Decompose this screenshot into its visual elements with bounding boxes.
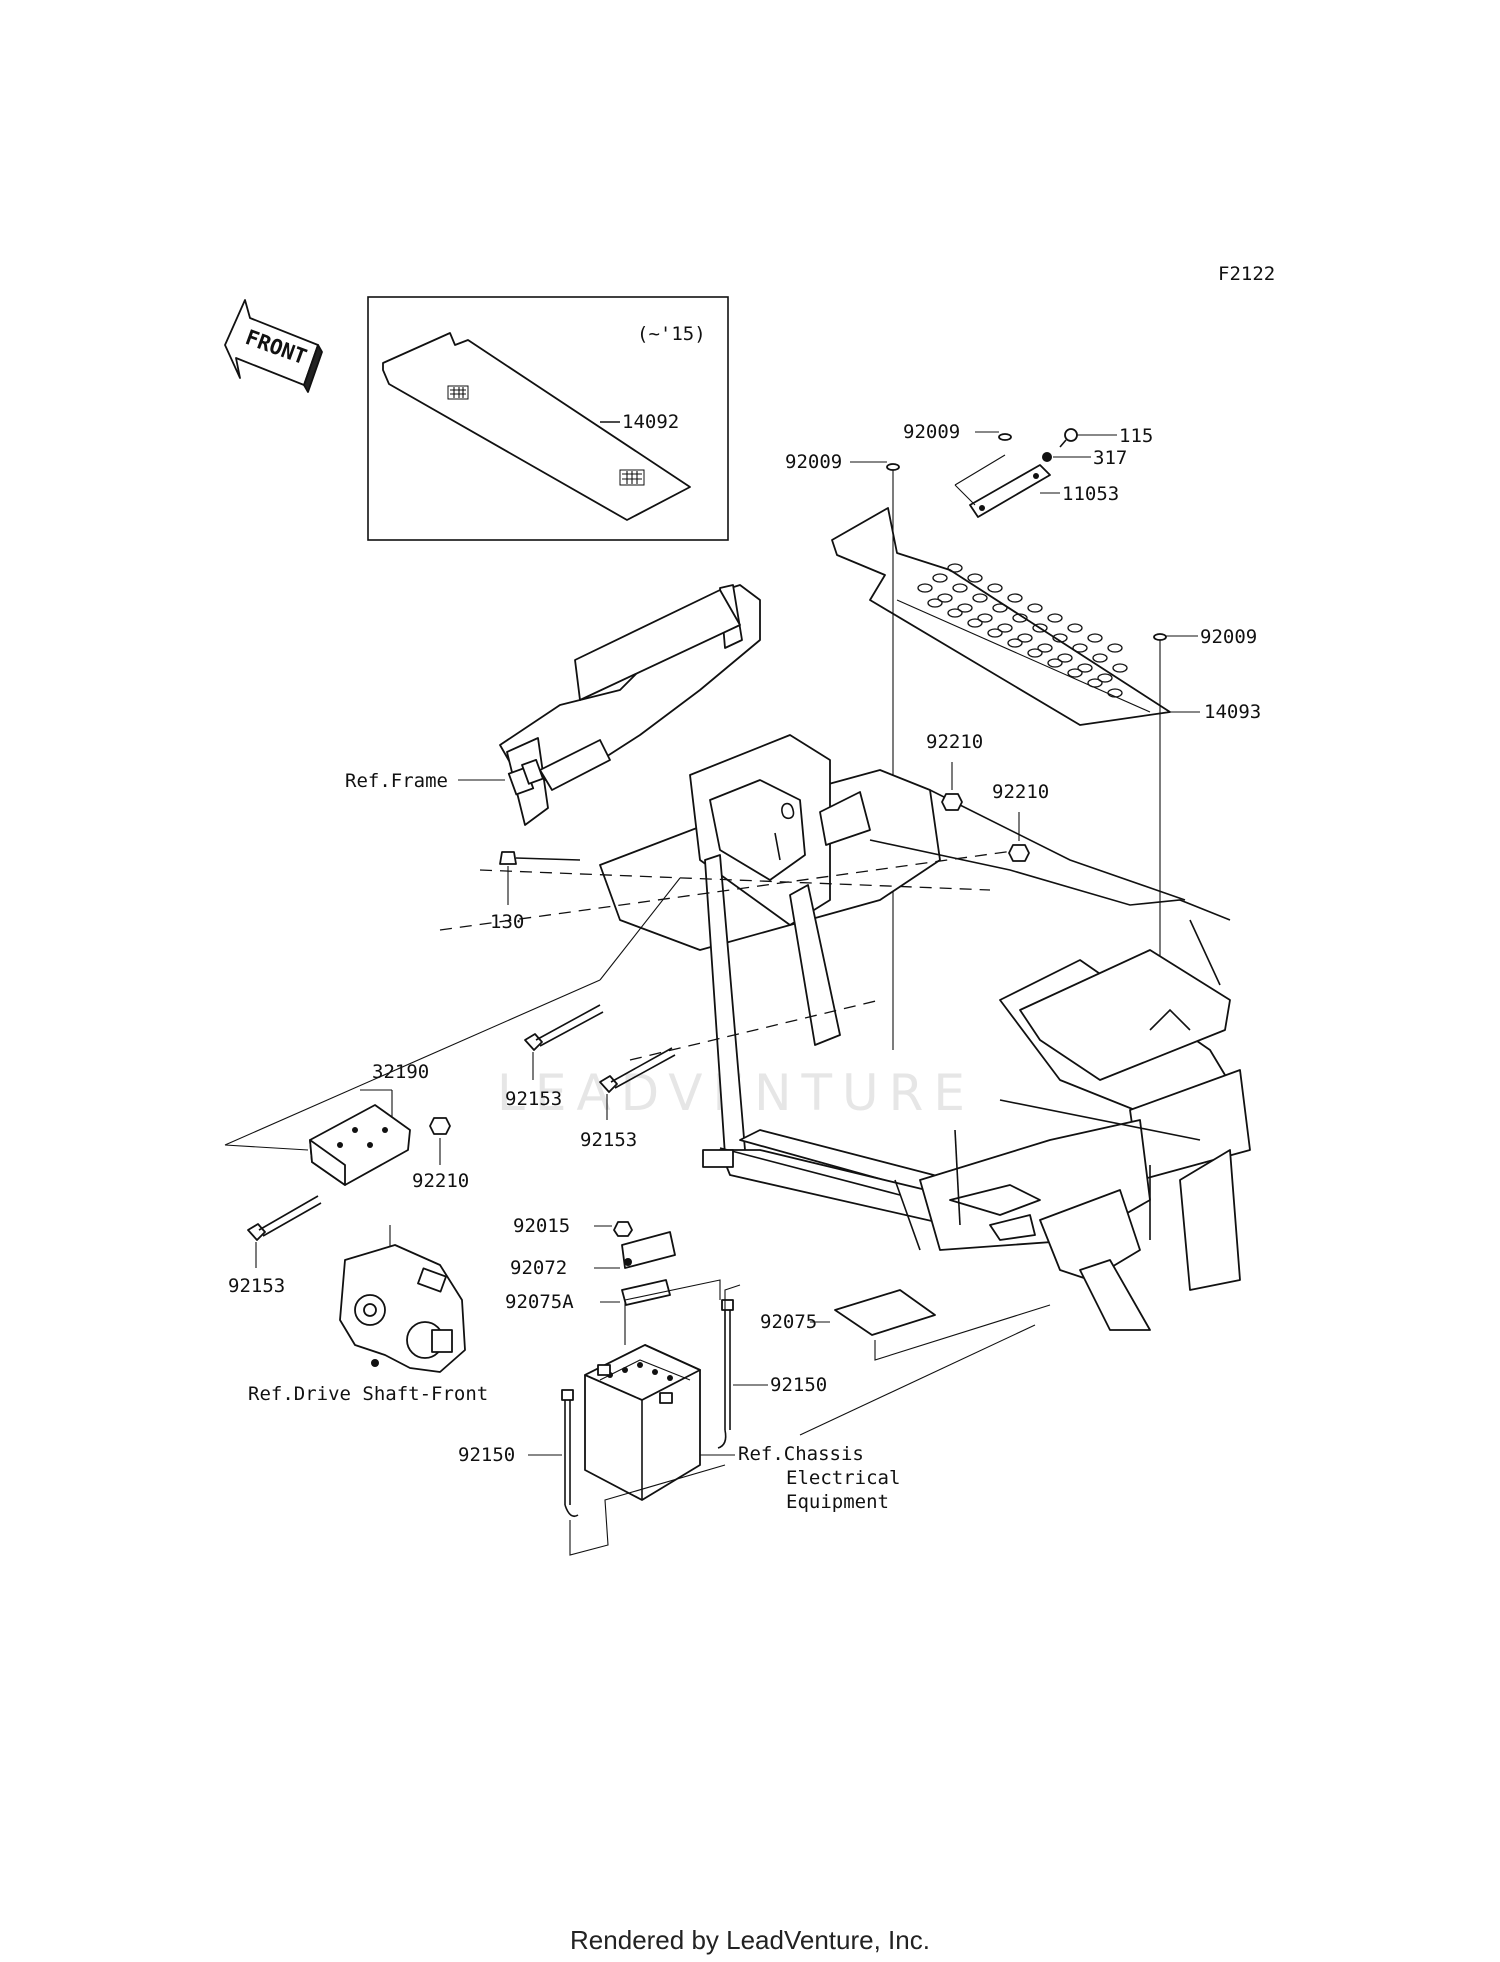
callout-130: 130 [490,911,524,933]
jbolt-92150-left-icon: 92150 [458,1389,579,1518]
battery: Ref.Chassis Electrical Equipment [584,1344,900,1513]
callout-92150-b: 92150 [458,1444,515,1466]
callout-92075A: 92075A [505,1291,574,1313]
screw-92009-right-icon: 92009 [1153,626,1257,985]
callout-92210-c: 92210 [412,1170,469,1192]
footer-credit: Rendered by LeadVenture, Inc. [570,1925,930,1955]
bracket-32190: 32190 [309,1061,429,1186]
bolt-92153-b-icon: 92153 [580,1047,676,1151]
bolt-92153-a-icon: 92153 [505,1004,604,1110]
bolt-115-icon: 115 [1059,425,1153,448]
nut-92210-c-icon: 92210 [412,1117,469,1192]
bolt-130-icon: 130 [490,851,581,933]
dashed-guides [439,849,1021,1061]
battery-guide [569,1464,726,1556]
diagram-code: F2122 [1218,263,1275,285]
bracket-11053: 11053 [954,454,1119,518]
inset-box: (~'15) 14092 [367,296,729,541]
callout-92072: 92072 [510,1257,567,1279]
front-arrow-icon: FRONT [224,299,323,393]
screw-92009-left-icon: 92009 [785,451,900,1050]
front-differential [339,1244,466,1373]
callout-14093: 14093 [1204,701,1261,723]
pad-92075: 92075 [760,1289,1051,1361]
callout-92009-left: 92009 [785,451,842,473]
vehicle-frame [499,584,1251,1331]
ref-chassis-2: Electrical [786,1467,900,1489]
battery-holder-parts: 92015 92072 92075A [505,1215,721,1345]
inset-note: (~'15) [637,323,706,345]
callout-92153-c: 92153 [228,1275,285,1297]
callout-317: 317 [1093,447,1127,469]
bolt-92153-c-icon: 92153 [228,1195,322,1297]
ref-chassis-3: Equipment [786,1491,889,1513]
callout-115: 115 [1119,425,1153,447]
callout-92009-top: 92009 [903,421,960,443]
callout-11053: 11053 [1062,483,1119,505]
callout-92150-a: 92150 [770,1374,827,1396]
step-holes [917,563,1128,698]
callout-32190: 32190 [372,1061,429,1083]
screw-92009-top-icon: 92009 [903,421,1012,443]
callout-92210-a: 92210 [926,731,983,753]
callout-92153-b: 92153 [580,1129,637,1151]
battery-guide-2 [724,1284,741,1330]
callout-92153-a: 92153 [505,1088,562,1110]
ref-frame: Ref.Frame [345,770,448,792]
mesh-icon [447,385,645,486]
callout-92015: 92015 [513,1215,570,1237]
nut-92210-b-icon: 92210 [992,781,1049,862]
step-plate [831,507,1171,726]
washer-317-icon: 317 [1042,447,1127,469]
nut-92210-a-icon: 92210 [926,731,983,811]
callout-92210-b: 92210 [992,781,1049,803]
callout-92075: 92075 [760,1311,817,1333]
callout-92009-right: 92009 [1200,626,1257,648]
ref-drive-shaft-front: Ref.Drive Shaft-Front [248,1383,488,1405]
leader-lines [224,877,1036,1436]
ref-chassis-1: Ref.Chassis [738,1443,864,1465]
callout-14092: 14092 [622,411,679,433]
